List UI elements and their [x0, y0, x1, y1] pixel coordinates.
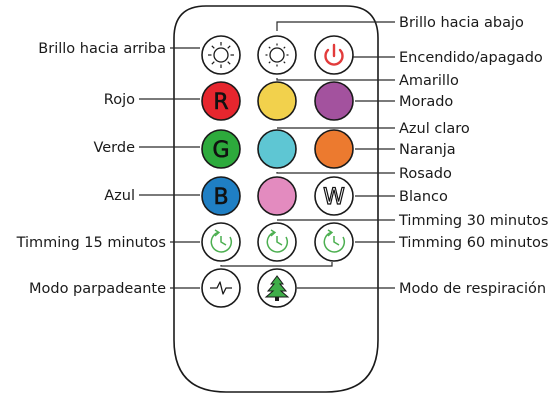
power-icon: [324, 43, 344, 66]
leader-yellow: [276, 78, 395, 81]
left-leader-lines: [139, 47, 200, 289]
brightness-down-icon: [265, 43, 289, 67]
label-power: Encendido/apagado: [399, 50, 543, 66]
label-brightness-up: Brillo hacia arriba: [38, 41, 166, 57]
label-blue: Azul: [104, 188, 135, 204]
tree-icon: [264, 275, 290, 301]
label-purple: Morado: [399, 94, 453, 110]
timer-15-button[interactable]: [201, 222, 241, 262]
light-blue-button[interactable]: [257, 129, 297, 169]
white-letter: W: [323, 185, 345, 210]
brightness-up-button[interactable]: [201, 35, 241, 75]
leader-brightness-down: [276, 21, 395, 31]
breath-button[interactable]: [257, 268, 297, 308]
leader-flash-bridge: [220, 262, 333, 267]
label-green: Verde: [93, 140, 135, 156]
yellow-button[interactable]: [257, 81, 297, 121]
label-timer-60: Timming 60 minutos: [398, 235, 548, 251]
label-yellow: Amarillo: [399, 73, 459, 89]
red-letter: R: [213, 90, 228, 115]
blue-letter: B: [213, 185, 228, 210]
power-button[interactable]: [314, 35, 354, 75]
timer-60-button[interactable]: [314, 222, 354, 262]
blue-button[interactable]: B: [201, 176, 241, 216]
flash-button[interactable]: [201, 268, 241, 308]
clock-icon: [266, 229, 289, 253]
label-timer-15: Timming 15 minutos: [16, 235, 166, 251]
leader-pink: [276, 172, 395, 174]
label-white: Blanco: [399, 189, 448, 205]
label-orange: Naranja: [399, 142, 456, 158]
label-timer-30: Timming 30 minutos: [398, 213, 548, 229]
pulse-icon: [210, 281, 232, 295]
purple-button[interactable]: [314, 81, 354, 121]
label-pink: Rosado: [399, 166, 452, 182]
remote-buttons: RGB W: [201, 35, 354, 308]
brightness-up-icon: [208, 42, 234, 68]
label-flash: Modo parpadeante: [29, 281, 166, 297]
green-button[interactable]: G: [201, 129, 241, 169]
orange-button[interactable]: [314, 129, 354, 169]
pink-button[interactable]: [257, 176, 297, 216]
brightness-down-button[interactable]: [257, 35, 297, 75]
green-letter: G: [212, 138, 229, 163]
label-red: Rojo: [104, 92, 135, 108]
clock-icon: [323, 229, 346, 253]
red-button[interactable]: R: [201, 81, 241, 121]
label-breath: Modo de respiración: [399, 281, 546, 297]
clock-icon: [210, 229, 233, 253]
timer-30-button[interactable]: [257, 222, 297, 262]
label-brightness-down: Brillo hacia abajo: [399, 15, 524, 31]
label-light-blue: Azul claro: [399, 121, 470, 137]
right-leader-lines: [220, 21, 395, 289]
white-button[interactable]: W: [314, 176, 354, 216]
